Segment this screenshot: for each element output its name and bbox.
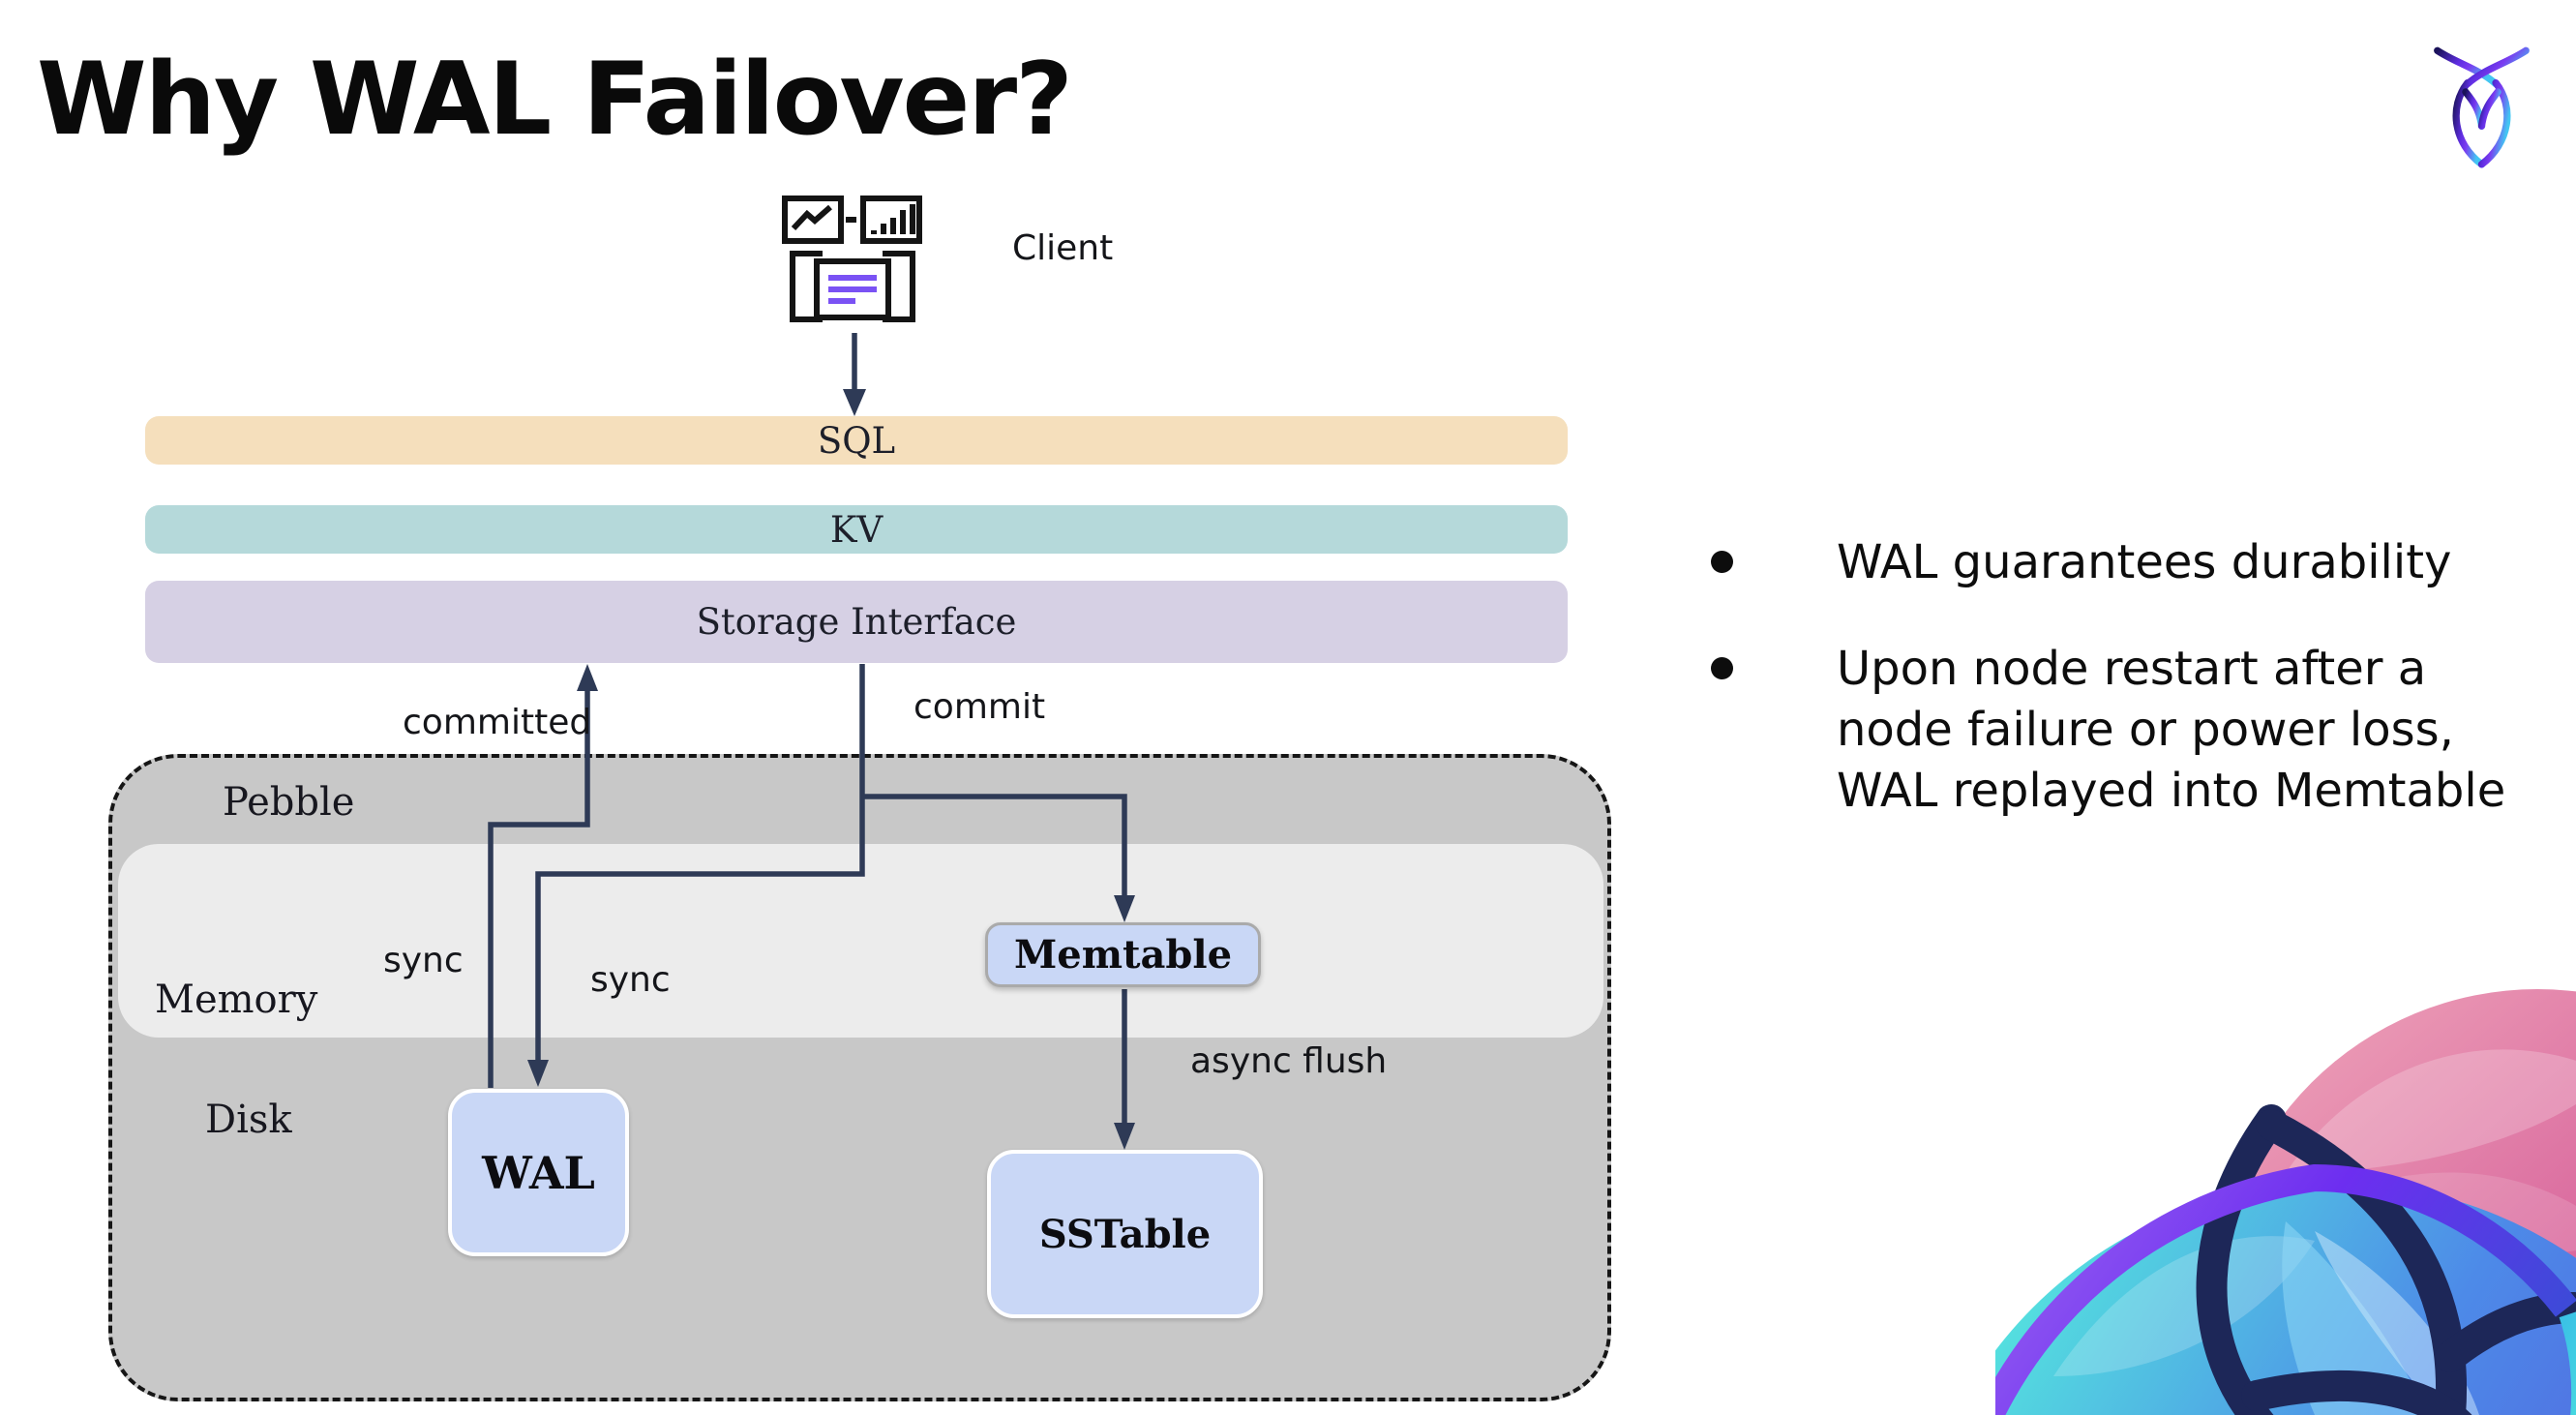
memtable-node-label: Memtable <box>1013 932 1233 978</box>
memory-band <box>118 844 1603 1038</box>
list-item: WAL guarantees durability <box>1711 532 2524 593</box>
list-item: Upon node restart after a node failure o… <box>1711 639 2524 822</box>
layer-storage-interface-label: Storage Interface <box>696 601 1017 643</box>
bullet-icon <box>1711 551 1733 573</box>
brand-corner-art <box>1995 989 2576 1415</box>
commit-label: commit <box>914 687 1046 727</box>
layer-kv: KV <box>145 505 1568 554</box>
page-title: Why WAL Failover? <box>37 42 1073 158</box>
layer-kv-label: KV <box>829 508 884 551</box>
wal-node-label: WAL <box>482 1146 595 1199</box>
arrowhead-sql <box>843 389 866 416</box>
async-flush-label: async flush <box>1190 1041 1388 1081</box>
sync-right-label: sync <box>590 960 671 1000</box>
arrowhead-committed <box>577 664 598 691</box>
bullet-text: WAL guarantees durability <box>1837 535 2452 589</box>
sstable-node: SSTable <box>987 1150 1263 1318</box>
memory-label: Memory <box>155 978 318 1022</box>
client-icon <box>782 196 922 322</box>
wal-node: WAL <box>448 1089 629 1256</box>
layer-storage-interface: Storage Interface <box>145 581 1568 663</box>
pebble-label: Pebble <box>223 780 355 825</box>
sync-left-label: sync <box>383 941 464 980</box>
bullet-icon <box>1711 657 1733 679</box>
disk-label: Disk <box>205 1098 292 1142</box>
bullet-text: Upon node restart after a node failure o… <box>1837 642 2506 818</box>
memtable-node: Memtable <box>985 922 1261 987</box>
layer-sql: SQL <box>145 416 1568 465</box>
layer-sql-label: SQL <box>817 419 896 462</box>
client-label: Client <box>1012 228 1114 268</box>
cockroachdb-logo-icon <box>2434 46 2530 168</box>
bullet-list: WAL guarantees durability Upon node rest… <box>1711 532 2524 867</box>
committed-label: committed <box>403 703 592 742</box>
sstable-node-label: SSTable <box>1038 1211 1212 1257</box>
